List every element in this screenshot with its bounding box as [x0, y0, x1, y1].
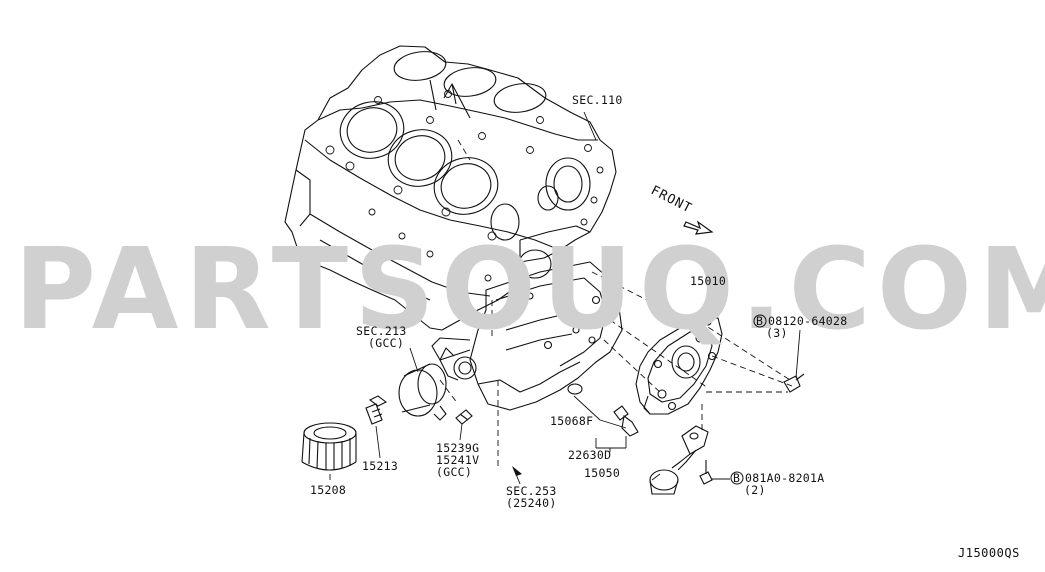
diagram-code: J15000QS	[958, 546, 1020, 560]
callout-15068f[interactable]: 15068F	[550, 414, 593, 428]
bolt-marker-icon	[730, 471, 744, 485]
oil-pressure-sensor	[613, 405, 639, 437]
callout-081a0-8201a-qty: (2)	[744, 483, 766, 497]
bolt-marker-letter: B	[733, 471, 740, 485]
callout-08120-64028[interactable]: 08120-64028	[768, 314, 847, 328]
sec253-arrow	[512, 466, 522, 476]
callout-15213[interactable]: 15213	[362, 459, 398, 473]
callout-labels: SEC.110 SEC.213 (GCC) 15010 B 08120-6402…	[310, 93, 847, 510]
callout-15241v[interactable]: 15241V	[436, 453, 479, 467]
pump-bolt	[783, 373, 805, 393]
callout-sec-213-sub: (GCC)	[368, 336, 404, 350]
callout-22630d[interactable]: 22630D	[568, 448, 611, 462]
callout-15208[interactable]: 15208	[310, 483, 346, 497]
callout-15050[interactable]: 15050	[584, 466, 620, 480]
callout-15010[interactable]: 15010	[690, 274, 726, 288]
bolt-marker-icon	[753, 314, 767, 328]
strainer-bolt	[699, 460, 713, 485]
watermark: PARTSOUQ.COM	[14, 225, 1045, 355]
bolt-callout-1[interactable]: B 08120-64028 (3)	[753, 314, 847, 340]
assembly-guides	[439, 139, 793, 470]
front-label: FRONT	[648, 183, 694, 216]
oil-pan-housing	[431, 261, 623, 411]
bolt-marker-letter: B	[756, 314, 763, 328]
callout-sec-253-sub: (25240)	[506, 496, 557, 510]
engine-block	[284, 45, 617, 331]
oil-filter	[301, 422, 357, 471]
callout-sec-213[interactable]: SEC.213	[356, 324, 407, 338]
oil-pump	[635, 317, 723, 415]
leader-lines	[329, 111, 801, 485]
callout-sec-110[interactable]: SEC.110	[572, 93, 623, 107]
connector-stud	[365, 395, 388, 425]
front-arrow-icon	[683, 220, 714, 235]
callout-08120-64028-qty: (3)	[766, 326, 788, 340]
callout-sec-253[interactable]: SEC.253	[506, 484, 557, 498]
oil-strainer	[649, 425, 709, 495]
relief-valve	[455, 409, 473, 425]
washer	[567, 383, 583, 395]
callout-081a0-8201a[interactable]: 081A0-8201A	[745, 471, 824, 485]
callout-15239g[interactable]: 15239G	[436, 441, 479, 455]
oil-cooler	[398, 363, 447, 421]
callout-15241v-sub: (GCC)	[436, 465, 472, 479]
bolt-callout-2[interactable]: B 081A0-8201A (2)	[730, 471, 824, 497]
